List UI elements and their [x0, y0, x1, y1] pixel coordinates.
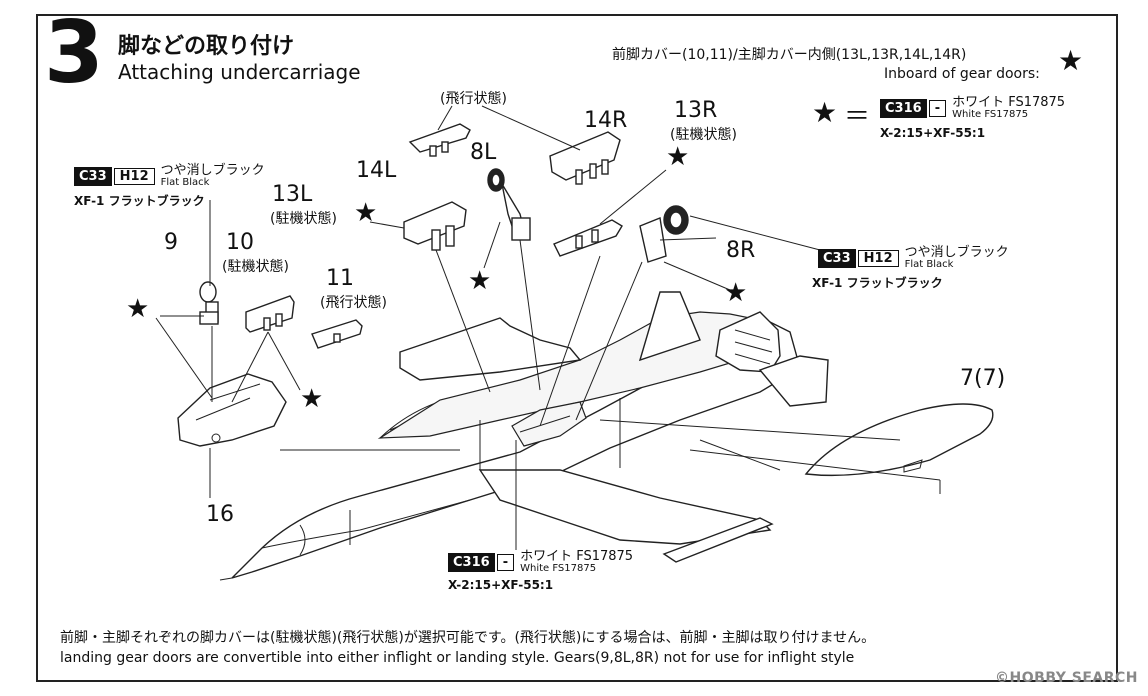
gear-bay	[511, 401, 587, 447]
part-9	[199, 281, 217, 303]
part-8R-strut	[639, 217, 667, 263]
watermark: ©HOBBY SEARCH	[995, 670, 1138, 686]
paint-mix: X-2:15+XF-55:1	[880, 126, 986, 140]
part-13L	[403, 201, 467, 245]
star-icon: ★	[812, 96, 838, 129]
paint-name-en: Flat Black	[160, 176, 210, 188]
step-number: 3	[44, 3, 104, 103]
paint-mix: X-2:15+XF-55:1	[448, 578, 554, 592]
paint-mix: XF-1 フラットブラック	[812, 276, 943, 290]
paint-name-jp: つや消しブラック	[160, 163, 265, 178]
part-state-13L: (駐機状態)	[270, 211, 337, 227]
star-icon: ★	[468, 266, 492, 296]
part-14L	[408, 123, 471, 153]
paint-code: C316	[880, 98, 927, 118]
part-label-14R: 14R	[584, 108, 628, 133]
part-label-13R: 13R	[674, 98, 718, 123]
left-wing	[399, 317, 582, 381]
part-state-10: (駐機状態)	[222, 259, 289, 275]
footer-note-jp: 前脚・主脚それぞれの脚カバーは(駐機状態)(飛行状態)が選択可能です。(飛行状態…	[60, 630, 876, 646]
paint-code2: H12	[857, 249, 899, 267]
part-state-13R: (駐機状態)	[670, 127, 737, 143]
part-label-13L: 13L	[272, 182, 313, 207]
star-icon: ★	[724, 278, 748, 308]
part-label-7: 7(7)	[960, 366, 1006, 391]
part-label-8R: 8R	[726, 238, 756, 263]
part-label-9: 9	[164, 230, 178, 255]
star-icon: ★	[1058, 44, 1084, 77]
part-14R	[549, 131, 621, 181]
paint-name-en: White FS17875	[520, 562, 597, 574]
paint-code: C316	[448, 552, 495, 572]
paint-name-jp: つや消しブラック	[904, 245, 1009, 260]
part-label-10: 10	[226, 230, 254, 255]
paint-mix: XF-1 フラットブラック	[74, 194, 205, 208]
footer-note-en: landing gear doors are convertible into …	[60, 650, 855, 666]
part-13R	[553, 219, 623, 257]
paint-name-en: White FS17875	[952, 108, 1029, 120]
vertical-tail	[638, 291, 701, 362]
star-icon: ★	[300, 384, 324, 414]
paint-code2: H12	[113, 167, 155, 185]
part-state-14: (飛行状態)	[440, 91, 507, 107]
step-title-en: Attaching undercarriage	[118, 60, 361, 84]
star-icon: ★	[126, 294, 150, 324]
paint-name-jp: ホワイト FS17875	[952, 95, 1066, 110]
paint-name-jp: ホワイト FS17875	[520, 549, 634, 564]
wingtip-rail	[662, 517, 774, 563]
gear-door-note-jp: 前脚カバー(10,11)/主脚カバー内側(13L,13R,14L,14R)	[612, 47, 967, 63]
tail-fin	[758, 355, 829, 407]
gear-door-note-en: Inboard of gear doors:	[884, 66, 1040, 82]
star-icon: ★	[666, 142, 690, 172]
step-title-jp: 脚などの取り付け	[118, 34, 295, 59]
part-10	[245, 295, 295, 333]
part-label-14L: 14L	[356, 158, 397, 183]
paint-code: C33	[74, 166, 112, 186]
paint-code2: -	[496, 553, 515, 571]
star-icon: ★	[354, 198, 378, 228]
equals-sign: ＝	[844, 102, 871, 132]
part-label-8L: 8L	[470, 140, 497, 165]
paint-code: C33	[818, 248, 856, 268]
part-state-11: (飛行状態)	[320, 295, 387, 311]
nose-gear-bay	[177, 373, 287, 447]
page-frame	[36, 14, 1118, 682]
paint-code2: -	[928, 99, 947, 117]
part-label-16: 16	[206, 502, 234, 527]
nozzle	[715, 311, 781, 373]
part-label-11: 11	[326, 266, 354, 291]
paint-name-en: Flat Black	[904, 258, 954, 270]
